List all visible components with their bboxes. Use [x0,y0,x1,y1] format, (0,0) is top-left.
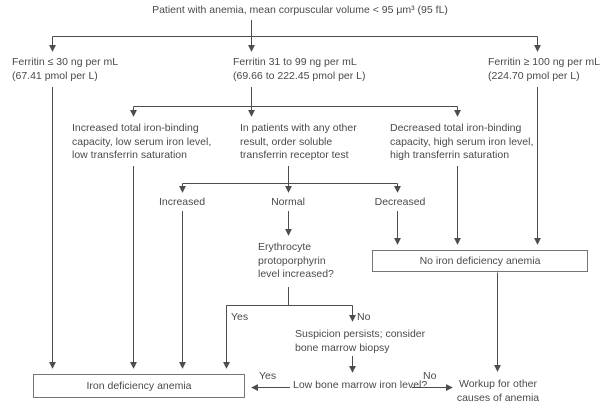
node-low-bone-marrow: Low bone marrow iron level? [293,379,428,391]
connector-trunks [52,20,538,306]
edge-label-yes-lower: Yes [259,370,277,382]
edge-label-no-lower: No [423,370,437,382]
node-workup-other-causes: Workup for other causes of anemia [456,378,540,404]
box-no-iron-deficiency-anemia: No iron deficiency anemia [372,250,588,272]
label-increased: Increased [158,196,206,208]
node-tibc-decreased: Decreased total iron-binding capacity, h… [390,122,534,161]
edge-label-yes-upper: Yes [231,311,249,323]
node-patient-anemia: Patient with anemia, mean corpuscular vo… [152,4,448,16]
node-tibc-increased: Increased total iron-binding capacity, l… [72,122,212,161]
node-other-result: In patients with any other result, order… [240,122,357,161]
node-erythrocyte-protoporphyrin: Erythrocyte protoporphyrin level increas… [258,241,334,280]
label-decreased: Decreased [374,196,426,208]
node-ferritin-mid: Ferritin 31 to 99 ng per mL (69.66 to 22… [233,56,366,82]
box-iron-deficiency-anemia: Iron deficiency anemia [33,374,245,398]
node-ferritin-high: Ferritin ≥ 100 ng per mL (224.70 pmol pe… [488,56,600,82]
node-suspicion-persists: Suspicion persists; consider bone marrow… [295,328,426,354]
label-normal: Normal [271,196,305,208]
node-ferritin-low: Ferritin ≤ 30 ng per mL (67.41 pmol per … [12,56,119,82]
edge-label-no-upper: No [357,311,371,323]
